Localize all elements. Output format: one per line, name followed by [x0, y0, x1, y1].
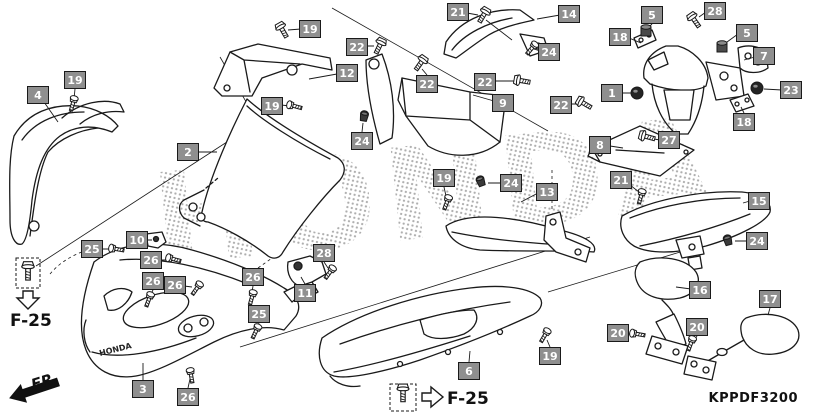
callout-26[interactable]: 26 — [164, 276, 186, 294]
page-ref-label: F-25 — [447, 389, 489, 409]
callout-14[interactable]: 14 — [558, 5, 580, 23]
callout-22[interactable]: 22 — [416, 75, 438, 93]
callout-24[interactable]: 24 — [500, 174, 522, 192]
right-mirror-drawing — [683, 313, 800, 381]
callout-21[interactable]: 21 — [447, 3, 469, 21]
callout-18[interactable]: 18 — [609, 28, 631, 46]
callout-19[interactable]: 19 — [64, 71, 86, 89]
callout-19[interactable]: 19 — [539, 347, 561, 365]
callout-16[interactable]: 16 — [689, 281, 711, 299]
callout-25[interactable]: 25 — [248, 305, 270, 323]
diagram-code: KPPDF3200 — [708, 391, 798, 406]
callout-12[interactable]: 12 — [336, 64, 358, 82]
callout-26[interactable]: 26 — [177, 388, 199, 406]
right-middle-cowl-drawing — [445, 211, 596, 263]
down-arrow-icon — [15, 290, 41, 310]
callout-19[interactable]: 19 — [261, 97, 283, 115]
callout-26[interactable]: 26 — [242, 268, 264, 286]
callout-22[interactable]: 22 — [550, 96, 572, 114]
callout-22[interactable]: 22 — [474, 73, 496, 91]
page-ref-left[interactable]: F-25 — [10, 257, 52, 331]
callout-25[interactable]: 25 — [81, 240, 103, 258]
callout-7[interactable]: 7 — [753, 47, 775, 65]
leader-lines — [43, 11, 783, 389]
page-ref-bottom[interactable]: F-25 — [389, 383, 489, 412]
callout-23[interactable]: 23 — [780, 81, 802, 99]
right-arrow-icon — [421, 385, 445, 409]
lower-bracket-drawing — [587, 125, 695, 177]
callout-4[interactable]: 4 — [27, 86, 49, 104]
callout-10[interactable]: 10 — [126, 231, 148, 249]
callout-5[interactable]: 5 — [641, 6, 663, 24]
callout-8[interactable]: 8 — [589, 136, 611, 154]
ref-bolt-box — [15, 257, 41, 289]
left-inner-cowl-drawing — [213, 43, 333, 97]
page-ref-label: F-25 — [10, 311, 52, 331]
center-lower-cowl-drawing — [318, 285, 543, 388]
left-mirror-drawing — [634, 257, 699, 365]
callout-18[interactable]: 18 — [733, 113, 755, 131]
cowl-stay-drawing — [633, 29, 769, 135]
callout-19[interactable]: 19 — [433, 169, 455, 187]
callout-26[interactable]: 26 — [142, 272, 164, 290]
callout-26[interactable]: 26 — [140, 251, 162, 269]
callout-28[interactable]: 28 — [313, 244, 335, 262]
callout-24[interactable]: 24 — [746, 232, 768, 250]
callout-6[interactable]: 6 — [458, 362, 480, 380]
callout-13[interactable]: 13 — [536, 183, 558, 201]
callout-15[interactable]: 15 — [748, 192, 770, 210]
callout-19[interactable]: 19 — [299, 20, 321, 38]
callout-21[interactable]: 21 — [610, 171, 632, 189]
fr-arrow-icon — [9, 377, 60, 403]
callout-9[interactable]: 9 — [492, 94, 514, 112]
callout-3[interactable]: 3 — [132, 380, 154, 398]
windscreen-drawing — [178, 98, 345, 259]
center-bracket-drawing — [286, 255, 327, 297]
callout-5[interactable]: 5 — [736, 24, 758, 42]
callout-1[interactable]: 1 — [601, 84, 623, 102]
callout-20[interactable]: 20 — [686, 318, 708, 336]
left-middle-cowl-drawing — [9, 100, 125, 245]
callout-28[interactable]: 28 — [704, 2, 726, 20]
callout-24[interactable]: 24 — [351, 132, 373, 150]
callout-17[interactable]: 17 — [759, 290, 781, 308]
callout-20[interactable]: 20 — [607, 324, 629, 342]
callout-24[interactable]: 24 — [538, 43, 560, 61]
callout-2[interactable]: 2 — [177, 143, 199, 161]
callout-22[interactable]: 22 — [346, 38, 368, 56]
callout-27[interactable]: 27 — [658, 131, 680, 149]
callout-11[interactable]: 11 — [294, 284, 316, 302]
